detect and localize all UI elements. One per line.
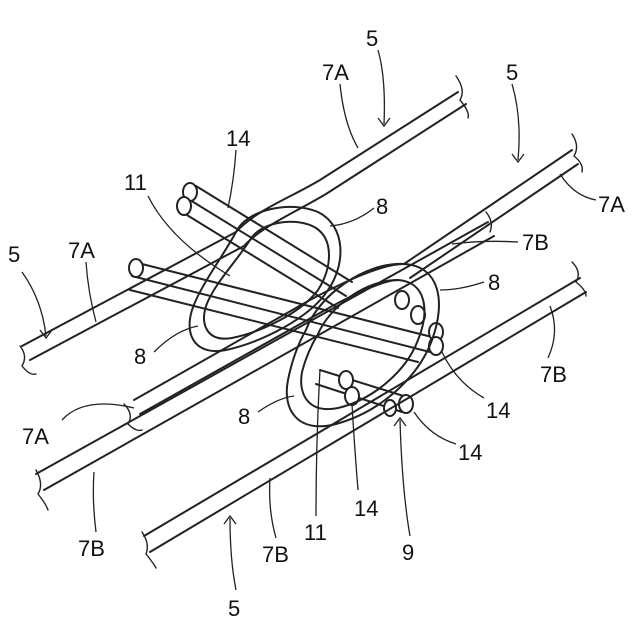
label-5-upper-right: 5 bbox=[506, 60, 518, 85]
label-5-bottom: 5 bbox=[228, 596, 240, 621]
label-8-right: 8 bbox=[488, 270, 500, 295]
loop-8-lower bbox=[287, 264, 439, 426]
label-8-lower: 8 bbox=[238, 404, 250, 429]
label-5-top: 5 bbox=[366, 26, 378, 51]
label-11-upper: 11 bbox=[124, 170, 147, 195]
label-14-upper: 14 bbox=[226, 126, 250, 151]
label-7a-lower-left: 7A bbox=[22, 424, 49, 449]
label-14-right: 14 bbox=[486, 398, 510, 423]
label-7a-top: 7A bbox=[322, 60, 349, 85]
label-7b-right-lower: 7B bbox=[540, 362, 567, 387]
label-14-right-lower: 14 bbox=[458, 440, 482, 465]
label-5-left: 5 bbox=[8, 242, 20, 267]
label-7b-right-upper: 7B bbox=[522, 230, 549, 255]
label-8-left: 8 bbox=[134, 344, 146, 369]
rod-bundle-upper bbox=[177, 183, 352, 308]
label-7a-left: 7A bbox=[68, 238, 95, 263]
label-7a-right: 7A bbox=[598, 192, 625, 217]
label-11-lower: 11 bbox=[304, 520, 327, 545]
wire-7b-lower bbox=[142, 262, 586, 568]
wire-7a-left bbox=[20, 232, 244, 374]
label-9: 9 bbox=[402, 540, 414, 565]
label-14-bottom: 14 bbox=[354, 496, 378, 521]
label-8-upper: 8 bbox=[376, 194, 388, 219]
label-7b-bottom-center: 7B bbox=[262, 542, 289, 567]
label-7b-bottom-left: 7B bbox=[78, 536, 105, 561]
